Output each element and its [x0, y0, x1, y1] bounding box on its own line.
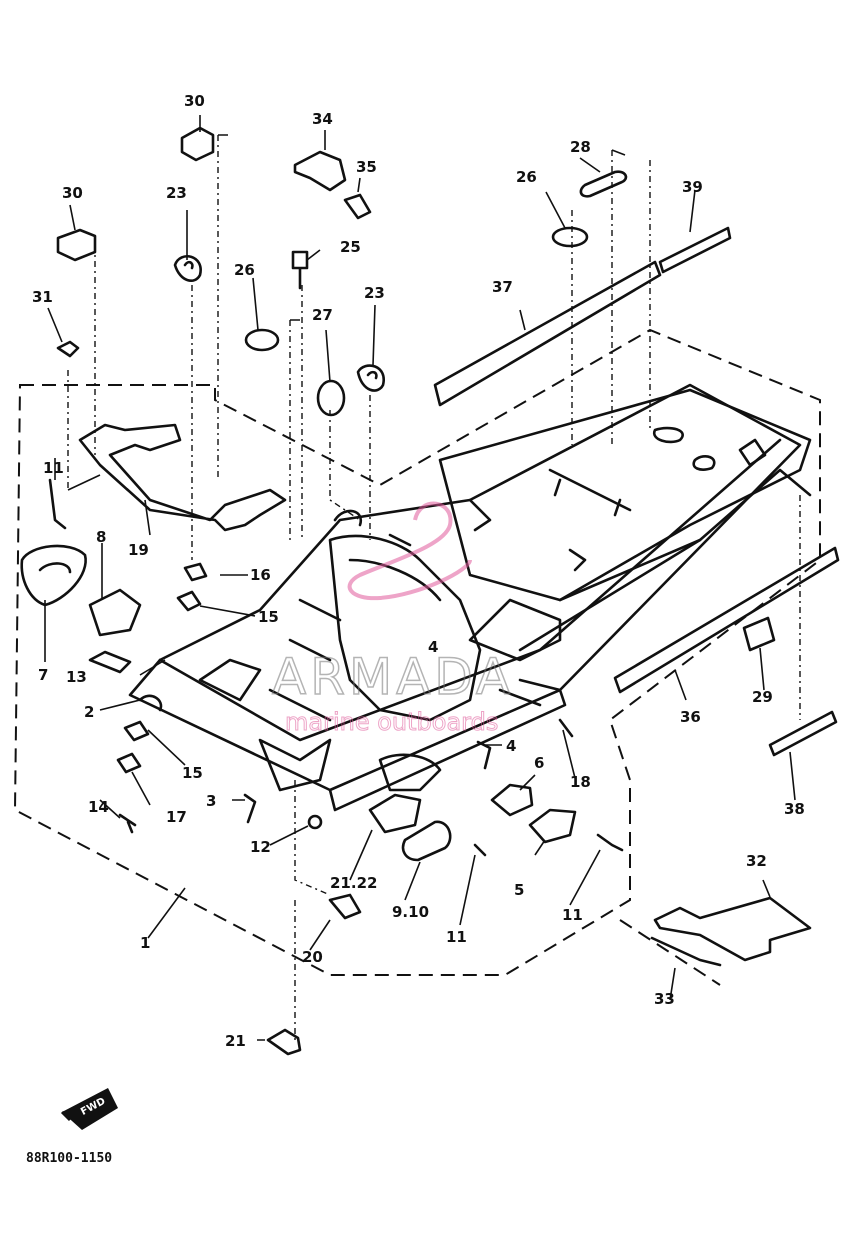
callout-14: 14: [88, 798, 109, 816]
callout-35: 35: [356, 158, 377, 176]
callout-8: 8: [96, 528, 106, 546]
armada-watermark: ARMADA marine outboards: [271, 501, 514, 737]
pad-part-32: [653, 896, 812, 962]
callout-30b: 30: [62, 184, 83, 202]
callout-32: 32: [746, 852, 767, 870]
callout-34: 34: [312, 110, 333, 128]
pin-part-18: [558, 718, 574, 738]
callout-11b: 11: [446, 928, 467, 946]
pin-part-11-a: [48, 478, 67, 530]
gasket-part-21-22: [368, 793, 422, 834]
callout-36: 36: [680, 708, 701, 726]
group-boundary-frame: [13, 328, 821, 986]
callout-13: 13: [66, 668, 87, 686]
bolt-part-3: [243, 793, 257, 824]
watermark-logo-icon: [347, 501, 472, 601]
seal-part-28: [579, 170, 628, 198]
watermark-subtitle: marine outboards: [285, 708, 498, 736]
callout-11a: 11: [43, 459, 64, 477]
component-part-9-10: [401, 820, 452, 862]
strip-part-37: [433, 260, 662, 407]
callout-21-22: 21.22: [330, 874, 377, 892]
callout-5: 5: [514, 881, 524, 899]
strip-part-39: [658, 226, 732, 274]
callout-39: 39: [682, 178, 703, 196]
forward-arrow-badge: FWD: [60, 1088, 118, 1130]
callout-4b: 4: [428, 638, 438, 656]
callout-17: 17: [166, 808, 187, 826]
callout-31: 31: [32, 288, 53, 306]
callout-23a: 23: [166, 184, 187, 202]
callout-18: 18: [570, 773, 591, 791]
pin-part-11-b: [473, 843, 487, 857]
callout-11c: 11: [562, 906, 583, 924]
grommet-part-27: [316, 379, 346, 417]
callout-26a: 26: [234, 261, 255, 279]
callout-29: 29: [752, 688, 773, 706]
callout-30a: 30: [184, 92, 205, 110]
rubber-part-15-b: [123, 720, 150, 742]
engine-frame: [128, 383, 812, 812]
callout-6: 6: [534, 754, 544, 772]
rubber-part-16: [183, 562, 208, 582]
bolt-part-14: [118, 813, 137, 834]
callout-1: 1: [140, 934, 150, 952]
figure-code: 88R100-1150: [26, 1151, 112, 1166]
callout-28: 28: [570, 138, 591, 156]
callout-15b: 15: [182, 764, 203, 782]
callout-3: 3: [206, 792, 216, 810]
callout-26b: 26: [516, 168, 537, 186]
cover-part-7: [20, 544, 87, 607]
grommet-part-26-b: [551, 226, 589, 248]
callout-12: 12: [250, 838, 271, 856]
cap-part-31: [56, 340, 80, 358]
callout-7: 7: [38, 666, 48, 684]
rubber-block-part-30-b: [56, 228, 97, 262]
strip-part-36: [613, 546, 840, 694]
rubber-block-part-30-a: [180, 126, 215, 162]
callout-21: 21: [225, 1032, 246, 1050]
callout-leaders: [44, 115, 796, 1041]
label-part-29: [742, 616, 776, 652]
callout-37: 37: [492, 278, 513, 296]
callout-25: 25: [340, 238, 361, 256]
nut-part-12: [307, 814, 323, 830]
strip-part-38: [768, 710, 838, 757]
rubber-part-17: [116, 752, 142, 774]
fitting-part-21: [266, 1028, 302, 1056]
rubber-part-15-a: [176, 590, 202, 612]
bolt-part-25: [291, 250, 309, 290]
callout-23b: 23: [364, 284, 385, 302]
bracket-part-19: [78, 423, 287, 532]
callout-33: 33: [654, 990, 675, 1008]
watermark-title: ARMADA: [272, 648, 514, 706]
grommet-part-26-a: [244, 328, 280, 352]
callout-9-10: 9.10: [392, 903, 429, 921]
plate-part-34: [293, 150, 347, 192]
fitting-part-20: [328, 893, 362, 920]
callout-15a: 15: [258, 608, 279, 626]
callout-2: 2: [84, 703, 94, 721]
callout-16: 16: [250, 566, 271, 584]
callout-labels: 1 2 3 4 4 5 6 7 8 9.10 11 11 11 12 13 14…: [32, 92, 805, 1050]
bolt-part-4: [476, 740, 492, 770]
callout-4a: 4: [506, 737, 516, 755]
clip-part-23-b: [356, 364, 385, 392]
screw-part-35: [343, 193, 372, 220]
pin-part-11-c: [596, 833, 624, 852]
clamp-part-13: [88, 650, 132, 674]
gasket-part-6: [490, 783, 534, 817]
callout-19: 19: [128, 541, 149, 559]
callout-27: 27: [312, 306, 333, 324]
callout-20: 20: [302, 948, 323, 966]
gasket-part-8: [88, 588, 142, 637]
sheet-part-33: [650, 936, 722, 967]
callout-38: 38: [784, 800, 805, 818]
clip-part-23-a: [173, 255, 202, 282]
cover-part-5: [528, 808, 577, 844]
